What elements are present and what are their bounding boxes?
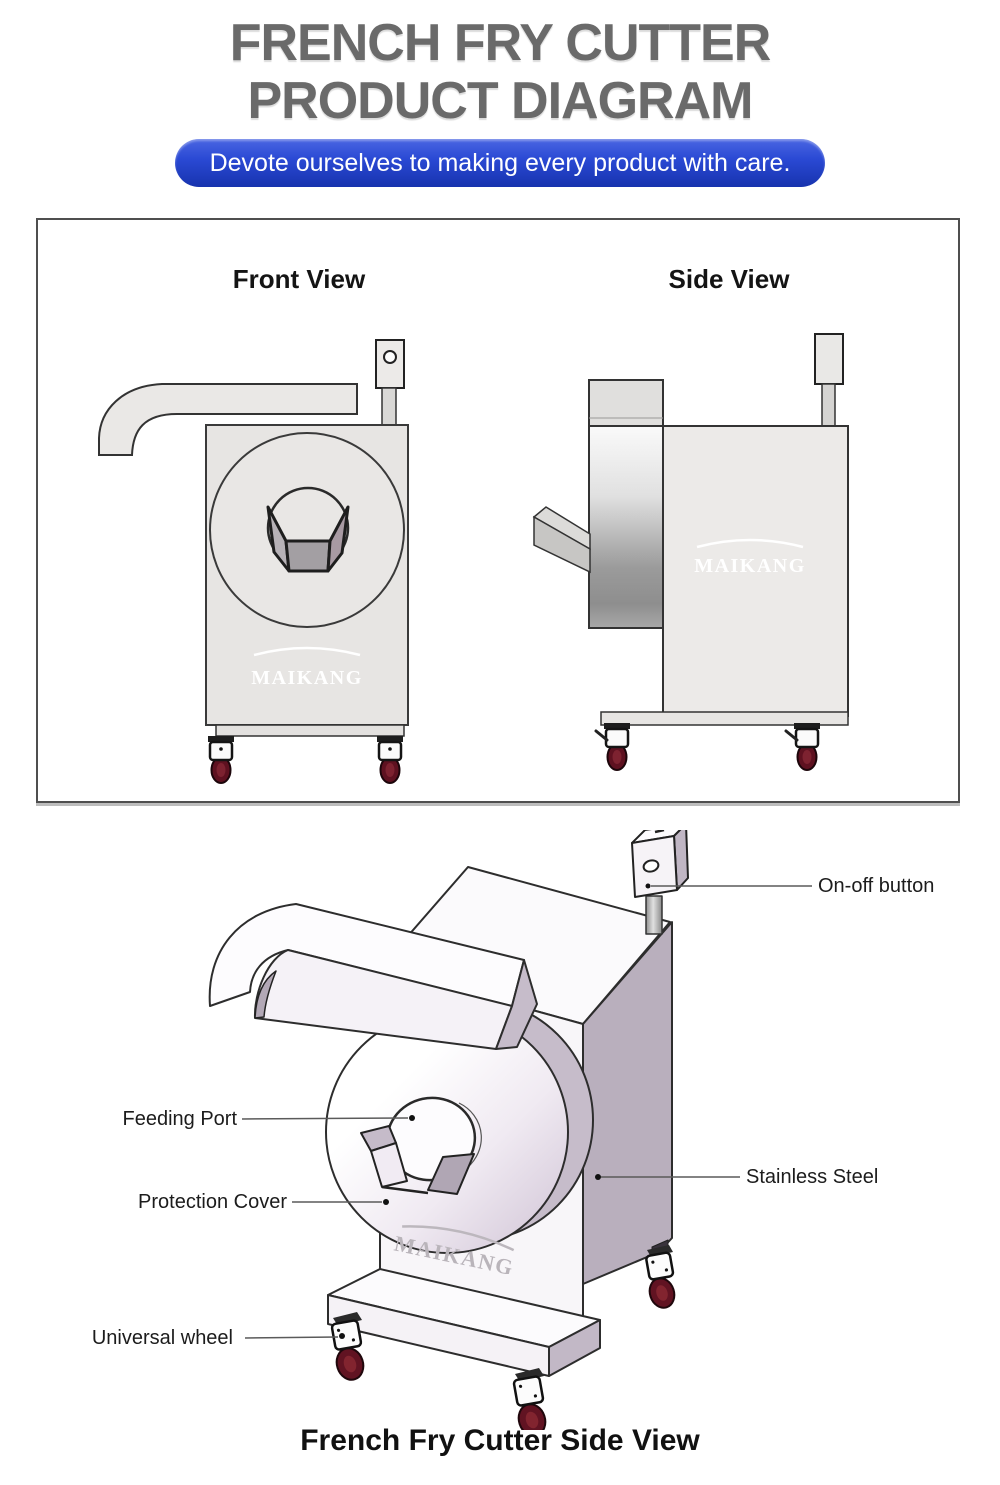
side-view-drawing: MAIKANG (532, 333, 849, 771)
iso-onoff-button-box (631, 830, 689, 898)
front-base (215, 724, 405, 737)
callout-label-feeding-port: Feeding Port (122, 1108, 237, 1130)
side-logo-swoosh (696, 538, 804, 549)
iso-switch-pole (645, 895, 663, 935)
callout-dots (339, 883, 651, 1339)
views-panel: Front View Side View MAIKANG (36, 218, 960, 803)
page-title-line1: FRENCH FRY CUTTER (229, 14, 772, 72)
iso-port-rim (458, 1102, 482, 1172)
side-body (662, 425, 849, 717)
front-caster-right (377, 736, 403, 784)
side-chute-bar (532, 506, 591, 574)
side-switch-pole (821, 383, 836, 427)
isometric-diagram: MAIKANG (208, 830, 812, 1430)
callout-label-protection-cover: Protection Cover (138, 1191, 287, 1213)
front-brand-logo: MAIKANG (251, 667, 363, 689)
callout-label-universal-wheel: Universal wheel (91, 1327, 233, 1349)
front-caster-left (208, 736, 234, 784)
callout-label-onoff-button: On-off button (818, 875, 935, 897)
iso-caster-rear-right (645, 1245, 676, 1309)
side-cover-panel (588, 425, 664, 629)
front-view-label: Front View (232, 264, 366, 294)
side-caster-left (594, 723, 630, 771)
callout-label-stainless-steel: Stainless Steel (746, 1166, 879, 1188)
side-brand-logo: MAIKANG (694, 555, 806, 577)
side-view-label: Side View (668, 264, 790, 294)
iso-base-slab (327, 1268, 601, 1377)
side-switch-box (814, 333, 844, 385)
front-feeding-port-hex (266, 505, 350, 573)
page-title-line2: PRODUCT DIAGRAM (247, 72, 754, 130)
iso-feeding-port-hex (360, 1125, 475, 1195)
front-logo-swoosh (253, 646, 361, 657)
callout-line-universal (244, 1336, 339, 1339)
front-switch-pole (381, 387, 397, 427)
side-caster-right (784, 723, 820, 771)
page-title: FRENCH FRY CUTTER PRODUCT DIAGRAM (0, 14, 1000, 130)
diagram-caption: French Fry Cutter Side View (300, 1424, 700, 1457)
iso-caster-front-left (330, 1312, 365, 1381)
side-base (600, 711, 849, 726)
front-view-machine: MAIKANG (98, 339, 409, 784)
iso-onoff-button-icon (642, 859, 660, 873)
iso-chute-arch (208, 903, 538, 1050)
side-view-machine: MAIKANG (532, 333, 849, 771)
front-view-drawing: MAIKANG (98, 339, 409, 784)
iso-machine: MAIKANG (208, 830, 689, 1430)
callout-lines (241, 885, 812, 1339)
front-onoff-button-icon (383, 350, 397, 364)
front-chute (98, 383, 358, 456)
callout-line-feeding (241, 1117, 409, 1120)
side-top-block (588, 379, 664, 427)
iso-caster-front-center (512, 1368, 547, 1430)
tagline-banner: Devote ourselves to making every product… (175, 139, 825, 187)
